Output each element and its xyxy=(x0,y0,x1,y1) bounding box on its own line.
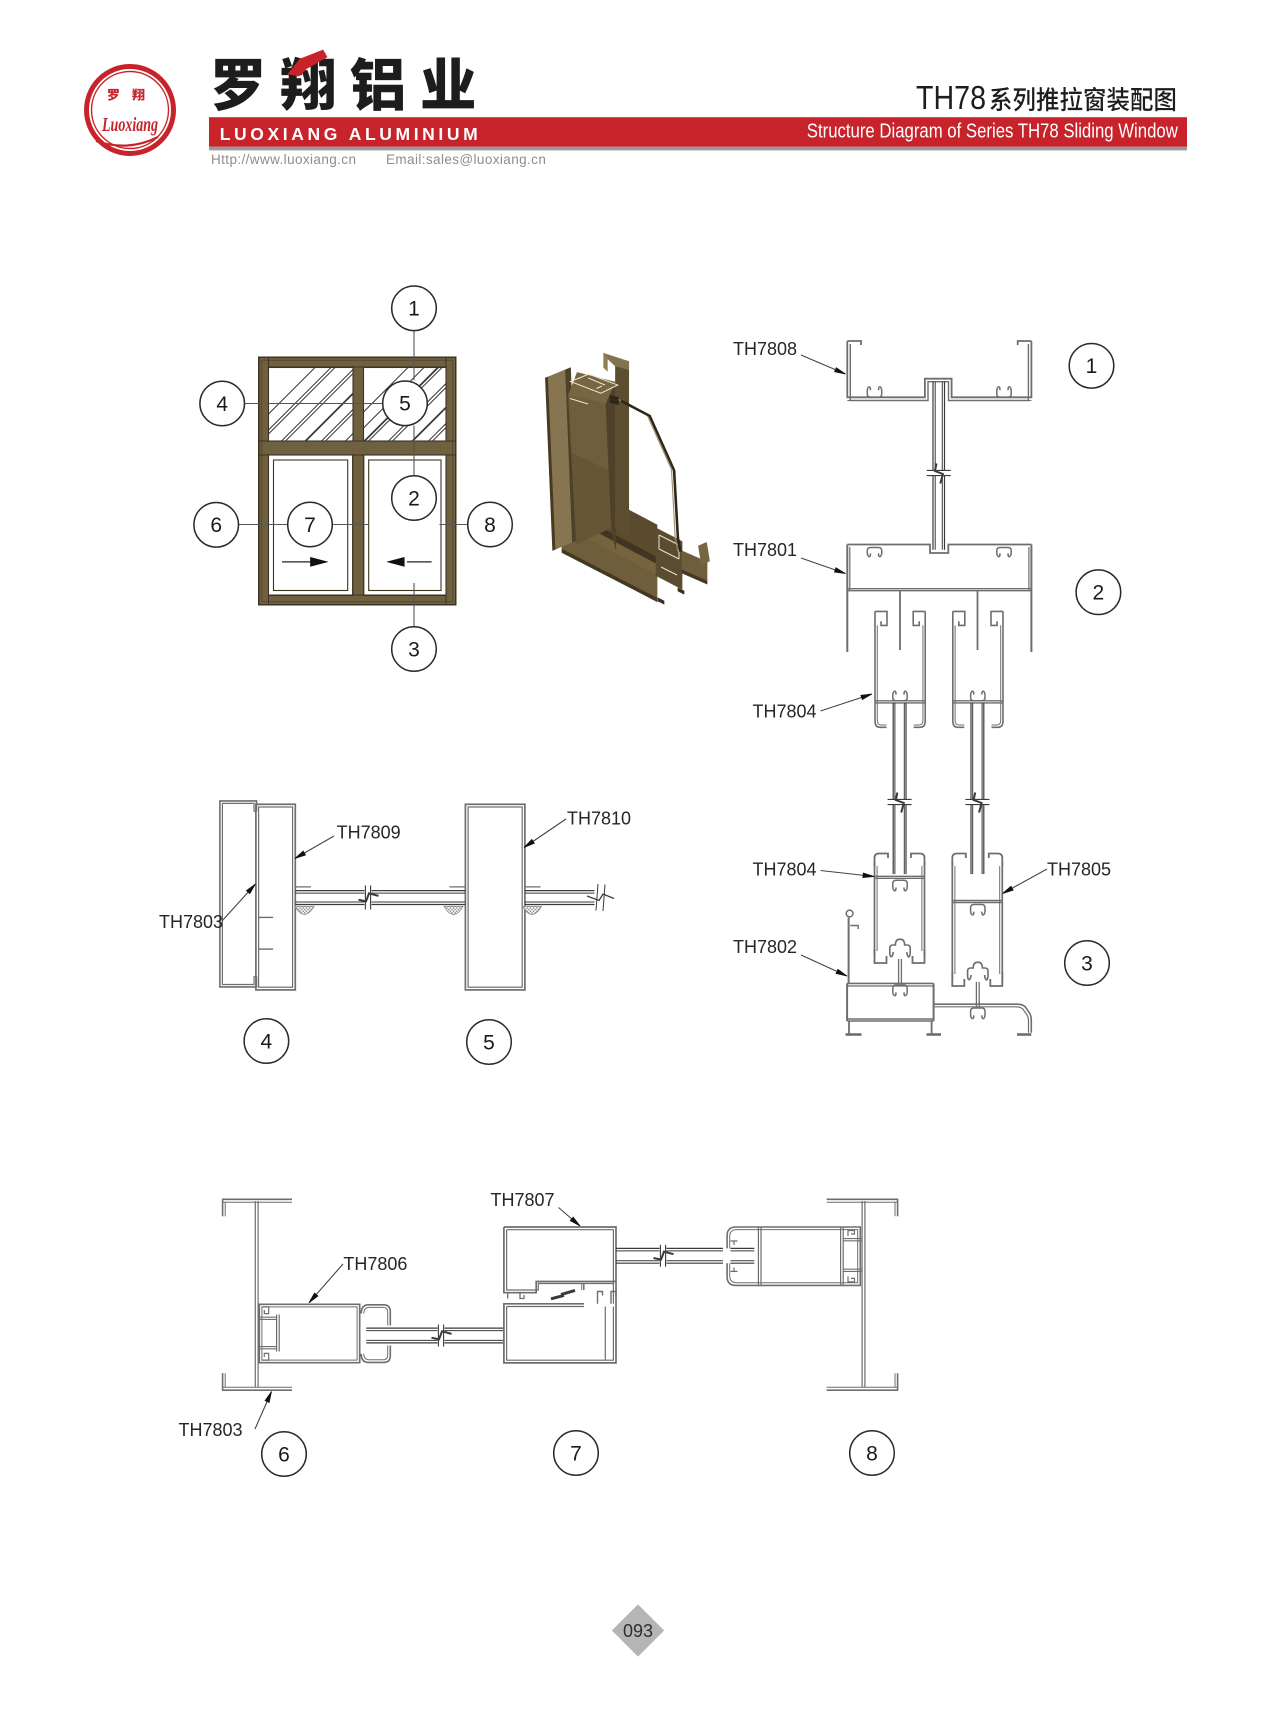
svg-text:6: 6 xyxy=(278,1443,290,1466)
svg-text:TH7803: TH7803 xyxy=(179,1420,243,1440)
svg-text:TH7803: TH7803 xyxy=(159,912,223,932)
svg-text:8: 8 xyxy=(866,1442,878,1465)
svg-text:2: 2 xyxy=(408,487,420,510)
svg-text:Email:sales@luoxiang.cn: Email:sales@luoxiang.cn xyxy=(386,152,546,167)
svg-text:7: 7 xyxy=(570,1442,582,1465)
svg-text:Http://www.luoxiang.cn: Http://www.luoxiang.cn xyxy=(211,152,356,167)
svg-text:TH7806: TH7806 xyxy=(343,1254,407,1274)
svg-text:Luoxiang: Luoxiang xyxy=(101,114,158,136)
svg-text:2: 2 xyxy=(1093,582,1105,605)
svg-text:7: 7 xyxy=(304,514,316,537)
svg-text:4: 4 xyxy=(216,393,228,416)
svg-text:5: 5 xyxy=(483,1031,495,1054)
svg-text:093: 093 xyxy=(623,1621,653,1641)
svg-text:3: 3 xyxy=(1081,952,1093,975)
svg-text:3: 3 xyxy=(408,638,420,661)
svg-text:TH7810: TH7810 xyxy=(567,809,631,829)
svg-text:LUOXIANG ALUMINIUM: LUOXIANG ALUMINIUM xyxy=(220,124,478,144)
svg-text:1: 1 xyxy=(408,298,420,321)
svg-text:4: 4 xyxy=(261,1030,273,1053)
svg-text:TH7805: TH7805 xyxy=(1047,860,1111,880)
svg-text:TH7804: TH7804 xyxy=(753,860,817,880)
svg-text:Structure Diagram of Series TH: Structure Diagram of Series TH78 Sliding… xyxy=(807,120,1178,142)
svg-text:TH7809: TH7809 xyxy=(337,823,401,843)
svg-text:5: 5 xyxy=(399,393,411,416)
svg-text:TH7808: TH7808 xyxy=(733,339,797,359)
svg-text:8: 8 xyxy=(484,514,496,537)
svg-text:TH7802: TH7802 xyxy=(733,937,797,957)
svg-text:TH7804: TH7804 xyxy=(753,702,817,722)
svg-text:TH7807: TH7807 xyxy=(491,1190,555,1210)
svg-text:TH7801: TH7801 xyxy=(733,540,797,560)
svg-text:TH78: TH78 xyxy=(916,79,986,116)
svg-text:6: 6 xyxy=(210,514,222,537)
svg-text:1: 1 xyxy=(1086,355,1098,378)
